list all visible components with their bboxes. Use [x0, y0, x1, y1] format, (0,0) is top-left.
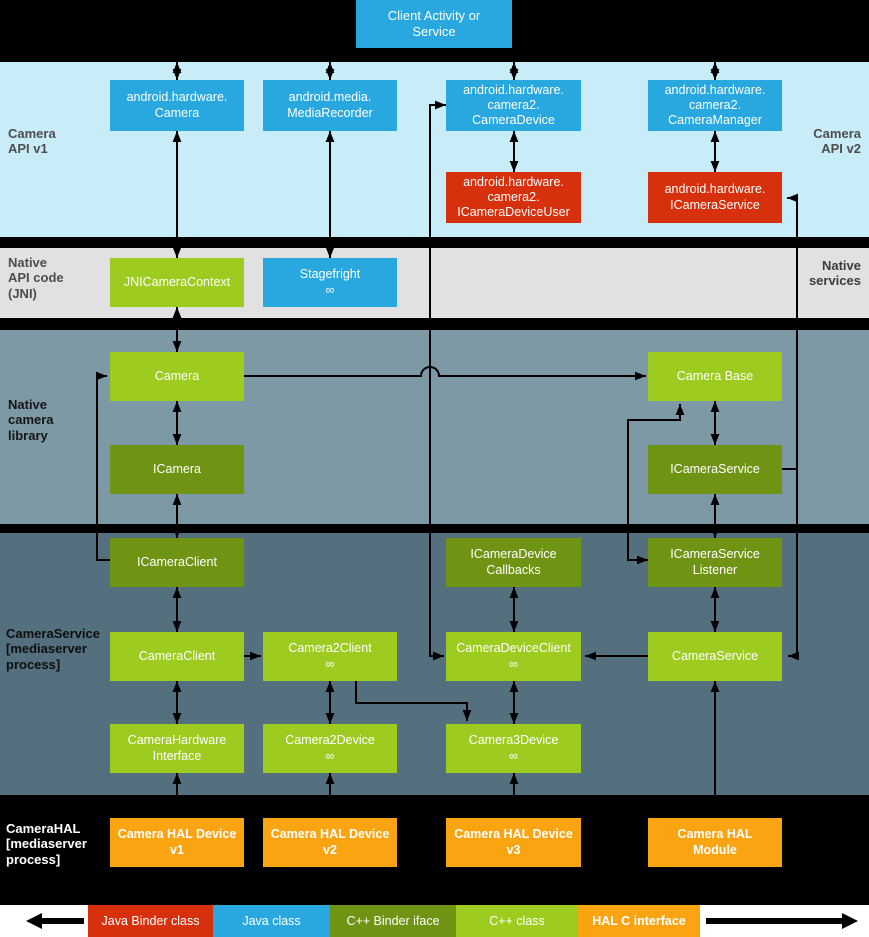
legend-hal-c-interface: HAL C interface — [578, 905, 700, 937]
label-native-camera-library: Native camera library — [8, 397, 54, 443]
label-cameraservice-process: CameraService [mediaserver process] — [6, 626, 100, 672]
label-native-services: Native services — [808, 258, 861, 289]
node-icamera: ICamera — [110, 445, 244, 494]
legend-arrow-left-icon — [26, 913, 84, 929]
legend-java-binder-class: Java Binder class — [88, 905, 213, 937]
node-icameradevicecallbacks: ICameraDevice Callbacks — [446, 538, 581, 587]
label-camerahal-process: CameraHAL [mediaserver process] — [6, 821, 87, 867]
legend-cpp-binder-iface: C++ Binder iface — [330, 905, 456, 937]
node-camera-hal-device-v1: Camera HAL Device v1 — [110, 818, 244, 867]
node-camera2device: Camera2Device ∞ — [263, 724, 397, 773]
node-cameraclient: CameraClient — [110, 632, 244, 681]
label-camera-api-v2: Camera API v2 — [813, 126, 861, 157]
legend-cpp-class: C++ class — [456, 905, 578, 937]
node-icameradeviceuser: android.hardware. camera2. ICameraDevice… — [446, 172, 581, 223]
node-stagefright: Stagefright ∞ — [263, 258, 397, 307]
node-android-media-mediarecorder: android.media. MediaRecorder — [263, 80, 397, 131]
label-camera-api-v1: Camera API v1 — [8, 126, 56, 157]
node-camera3device: Camera3Device ∞ — [446, 724, 581, 773]
node-cameradeviceclient: CameraDeviceClient ∞ — [446, 632, 581, 681]
node-camera-hal-device-v2: Camera HAL Device v2 — [263, 818, 397, 867]
node-android-hardware-camera2-cameradevice: android.hardware. camera2. CameraDevice — [446, 80, 581, 131]
node-camera-hal-device-v3: Camera HAL Device v3 — [446, 818, 581, 867]
node-icameraclient: ICameraClient — [110, 538, 244, 587]
node-icameraservice-binder: android.hardware. ICameraService — [648, 172, 782, 223]
legend-arrow-right-icon — [706, 913, 858, 929]
node-android-hardware-camera2-cameramanager: android.hardware. camera2. CameraManager — [648, 80, 782, 131]
node-client-activity-or-service: Client Activity or Service — [356, 0, 512, 48]
label-native-api-code-jni: Native API code (JNI) — [8, 255, 64, 301]
legend-java-class: Java class — [213, 905, 330, 937]
node-android-hardware-camera: android.hardware. Camera — [110, 80, 244, 131]
node-jnicameracontext: JNICameraContext — [110, 258, 244, 307]
node-cameraservice: CameraService — [648, 632, 782, 681]
node-camera-hal-module: Camera HAL Module — [648, 818, 782, 867]
node-camera-base: Camera Base — [648, 352, 782, 401]
node-icameraservicelistener: ICameraService Listener — [648, 538, 782, 587]
node-camera2client: Camera2Client ∞ — [263, 632, 397, 681]
node-camera-native: Camera — [110, 352, 244, 401]
node-icameraservice-native: ICameraService — [648, 445, 782, 494]
node-camerahardwareinterface: CameraHardware Interface — [110, 724, 244, 773]
